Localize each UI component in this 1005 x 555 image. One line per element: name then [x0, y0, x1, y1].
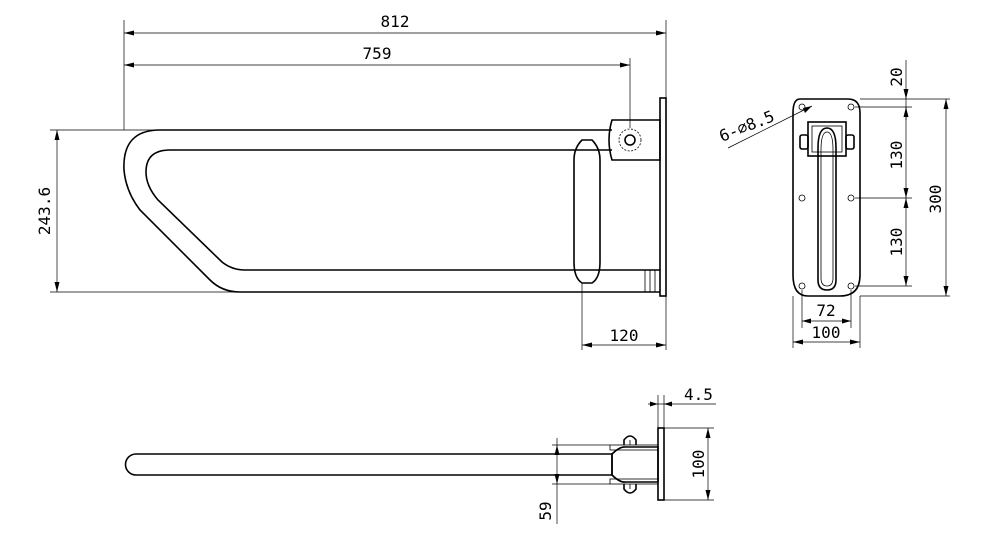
mounting-hole	[847, 282, 855, 290]
hinge-body	[611, 446, 659, 483]
bottom-pin	[623, 484, 637, 494]
right-pin	[845, 134, 855, 150]
hinge-housing	[608, 119, 661, 161]
dim-plate-thickness: 4.5	[684, 385, 713, 404]
mounting-hole	[798, 103, 806, 111]
folded-bar-outline	[124, 453, 613, 476]
dim-hole-spec: 6-⌀8.5	[716, 106, 777, 145]
wall-plate-side	[659, 97, 667, 297]
mounting-hole	[847, 103, 855, 111]
dim-hole-spacing-upper: 130	[887, 141, 906, 170]
left-pin	[799, 134, 809, 150]
hinge-bracket	[807, 121, 847, 157]
dim-overall-length: 812	[381, 12, 410, 31]
front-view-dimensions: 812 759 243.6 120	[35, 12, 667, 350]
dim-side-plate-height: 100	[689, 450, 708, 479]
mounting-hole	[847, 194, 855, 202]
dim-plate-offset: 120	[610, 326, 639, 345]
dim-hole-spacing-lower: 130	[887, 228, 906, 257]
top-view-dimensions: 4.5 100 59	[536, 385, 716, 524]
grab-bar-outer-outline	[123, 129, 660, 293]
wall-plate-view	[792, 98, 861, 297]
mounting-hole	[798, 194, 806, 202]
dim-top-margin: 20	[887, 67, 906, 86]
wall-plate-slot	[817, 127, 837, 291]
mounting-hole	[798, 282, 806, 290]
hinge-pivot-outer	[618, 128, 642, 152]
base-block	[644, 269, 661, 293]
dim-plate-height: 300	[926, 185, 945, 214]
dim-tube-offset: 59	[536, 501, 555, 520]
front-view	[123, 97, 667, 297]
wall-plate-top	[657, 427, 665, 501]
dim-bar-length: 759	[363, 44, 392, 63]
dim-height: 243.6	[35, 187, 54, 235]
grip-sleeve	[573, 139, 601, 284]
dim-plate-width: 100	[812, 323, 841, 342]
dim-hole-width: 72	[816, 301, 835, 320]
top-view	[124, 427, 665, 501]
grab-bar-inner-outline	[145, 149, 660, 271]
wall-plate-outline	[792, 98, 861, 297]
top-pin	[623, 435, 637, 445]
hinge-pivot-inner	[624, 134, 636, 146]
